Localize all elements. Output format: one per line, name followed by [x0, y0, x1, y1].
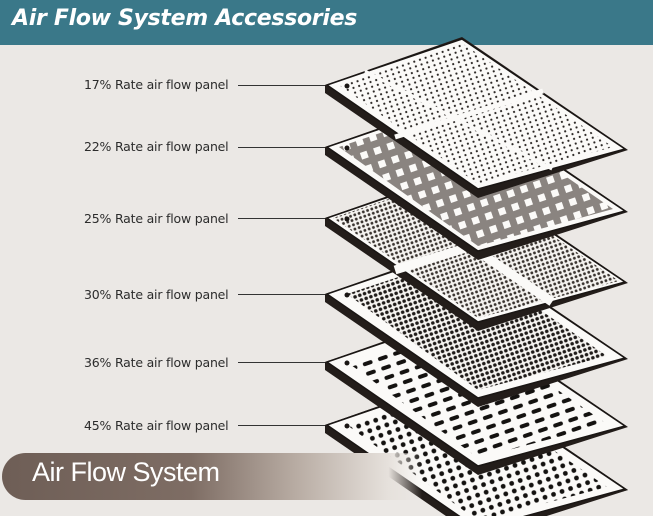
footer-title: Air Flow System: [32, 457, 220, 487]
panel-label-22: 22% Rate air flow panel: [84, 139, 229, 154]
leader-line-22: [238, 147, 325, 148]
panel-17-percent: [325, 37, 628, 198]
leader-line-17: [238, 85, 325, 86]
footer-banner: [2, 453, 422, 500]
panel-label-25: 25% Rate air flow panel: [84, 211, 229, 226]
panel-label-30: 30% Rate air flow panel: [84, 287, 229, 302]
panel-label-17: 17% Rate air flow panel: [84, 77, 229, 92]
page-title: Air Flow System Accessories: [12, 6, 358, 31]
leader-line-25: [238, 218, 325, 219]
panel-label-45: 45% Rate air flow panel: [84, 418, 229, 433]
header-banner: Air Flow System Accessories: [0, 0, 653, 45]
leader-line-30: [238, 294, 325, 295]
leader-line-36: [238, 362, 325, 363]
panel-label-36: 36% Rate air flow panel: [84, 355, 229, 370]
leader-line-45: [238, 425, 325, 426]
